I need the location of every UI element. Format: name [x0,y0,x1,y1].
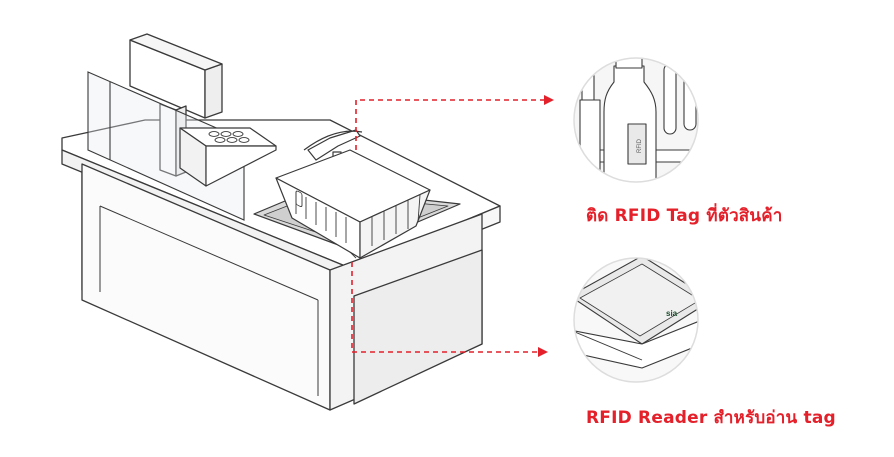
svg-text:RFID: RFID [637,138,643,153]
tag-callout-line [355,99,544,150]
shopping-basket [275,129,431,259]
tag-callout-label: ติด RFID Tag ที่ตัวสินค้า [586,206,783,226]
rfid-tag-sticker [627,123,647,165]
pos-monitor [129,33,223,177]
product-tag-inset: RFID [573,57,699,183]
tag-callout-arrowhead [544,95,554,105]
card-terminal [179,127,277,187]
callout-connectors [351,95,554,357]
reader-callout-label: RFID Reader สำหรับอ่าน tag [586,408,836,428]
cabinet-panel-lines [99,205,319,396]
reader-callout-arrowhead [538,347,548,357]
svg-text:sia: sia [666,309,678,318]
reader-callout-line [351,262,538,353]
reader-pad-inset: sia [573,257,699,383]
